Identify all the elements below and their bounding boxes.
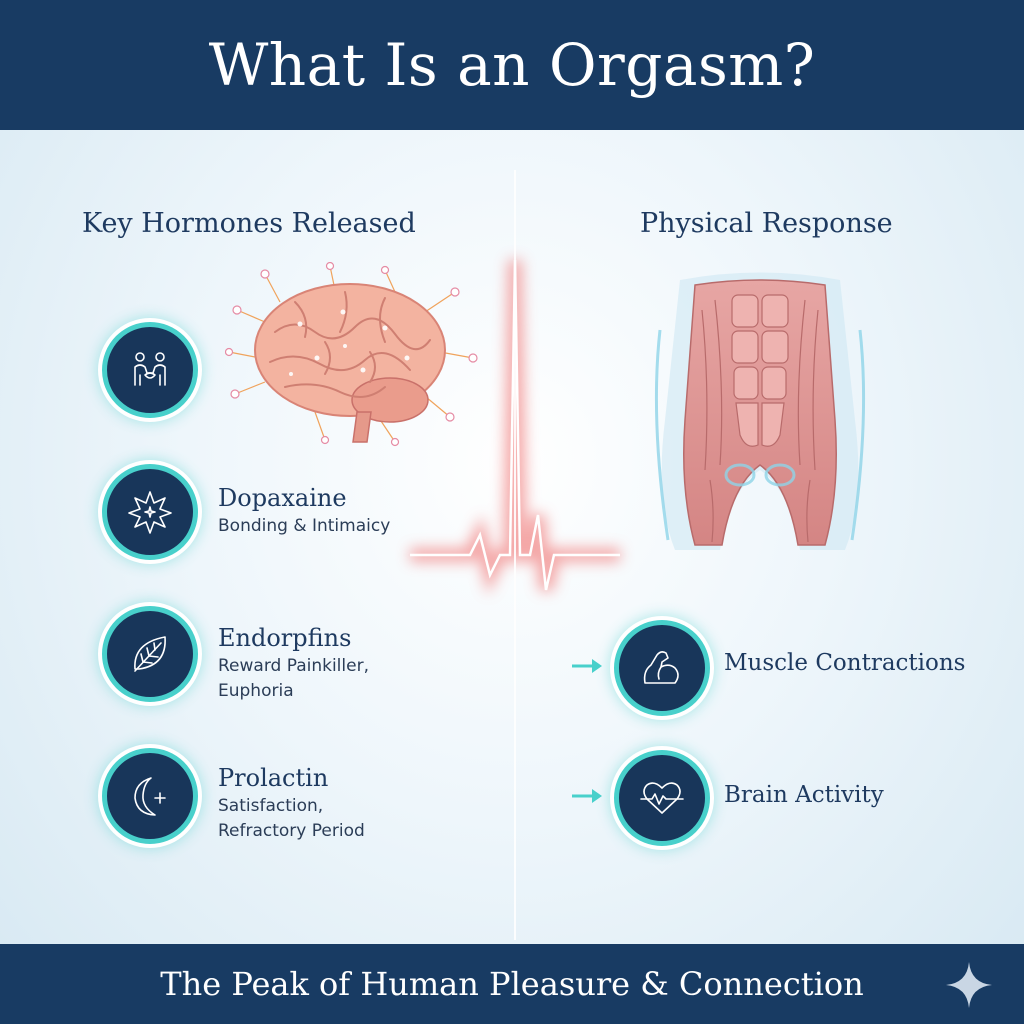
hormones-section-title: Key Hormones Released	[82, 208, 416, 239]
page-title: What Is an Orgasm?	[208, 31, 816, 99]
arrow-right-icon	[572, 659, 602, 673]
heart-pulse-icon	[640, 782, 684, 814]
hormone-description: Euphoria	[218, 680, 294, 701]
hormone-badge-1	[102, 322, 198, 418]
hormone-badge-4	[102, 748, 198, 844]
hormone-item-4: Prolactin Satisfaction, Refractory Perio…	[218, 764, 365, 843]
torso-muscle-illustration	[654, 272, 866, 550]
flexed-arm-icon	[643, 651, 679, 684]
hormone-badge-2	[102, 464, 198, 560]
hormone-description: Bonding & Intimaicy	[218, 516, 391, 536]
response-label-1: Muscle Contractions	[724, 650, 966, 676]
response-badge-1	[614, 620, 710, 716]
star-burst-icon	[128, 491, 172, 534]
hormone-description: Satisfaction,	[218, 796, 324, 816]
sparkle-icon	[946, 962, 992, 1008]
hormone-description: Refractory Period	[218, 820, 365, 841]
leaf-icon	[134, 636, 166, 672]
header-banner: What Is an Orgasm?	[0, 0, 1024, 130]
hormone-badge-3	[102, 606, 198, 702]
hormone-name: Prolactin	[218, 764, 329, 792]
arrow-right-icon	[572, 789, 602, 803]
footer-tagline: The Peak of Human Pleasure & Connection	[160, 965, 864, 1003]
hormone-name: Endorpfins	[218, 624, 352, 652]
hormone-description: Reward Painkiller,	[218, 656, 369, 676]
response-section-title: Physical Response	[640, 208, 893, 239]
footer-banner: The Peak of Human Pleasure & Connection	[0, 944, 1024, 1024]
response-label-2: Brain Activity	[724, 782, 884, 808]
response-badge-2	[614, 750, 710, 846]
hormone-item-2: Dopaxaine Bonding & Intimaicy	[218, 484, 390, 539]
moon-star-icon	[134, 777, 166, 816]
hormone-item-3: Endorpfins Reward Painkiller, Euphoria	[218, 624, 369, 703]
brain-illustration	[225, 262, 478, 447]
heartbeat-pulse-line	[410, 170, 620, 940]
people-bonding-icon	[134, 352, 166, 386]
hormone-name: Dopaxaine	[218, 484, 347, 512]
